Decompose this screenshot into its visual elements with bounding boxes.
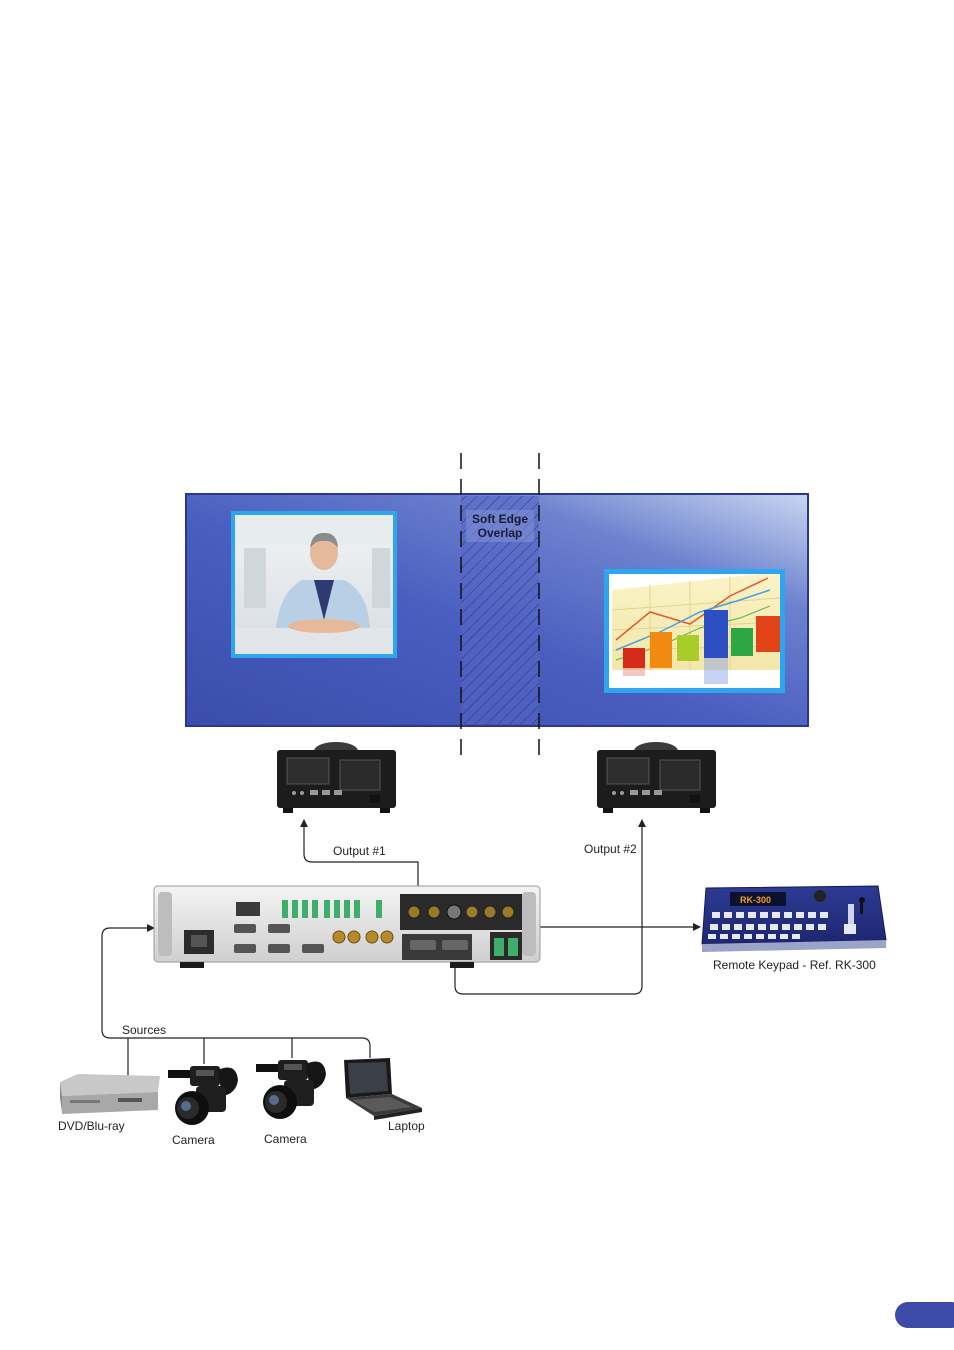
overlap-label-line1: Soft Edge [472,512,528,526]
camera1-label: Camera [172,1133,215,1147]
camera-icon-2 [256,1060,326,1119]
camera-icon-1 [168,1066,238,1125]
video-processor-unit [154,886,540,968]
laptop-icon [344,1058,422,1120]
soft-edge-overlap-zone: Soft Edge Overlap [461,453,539,762]
keypad-brand: RK-300 [740,895,771,905]
bar-chart-image [604,569,785,693]
dvd-player-icon [60,1074,160,1114]
page-number-tab [895,1302,954,1328]
dvd-label: DVD/Blu-ray [58,1119,125,1133]
output1-label: Output #1 [333,844,386,858]
laptop-label: Laptop [388,1119,425,1133]
overlap-label-line2: Overlap [478,526,523,540]
projector-right [597,742,716,813]
sources-label: Sources [122,1023,166,1037]
keypad-label: Remote Keypad - Ref. RK-300 [713,958,876,972]
remote-keypad-rk300: RK-300 [702,886,886,952]
projector-left [277,742,396,813]
camera2-label: Camera [264,1132,307,1146]
output2-label: Output #2 [584,842,637,856]
businessman-image [231,511,397,658]
